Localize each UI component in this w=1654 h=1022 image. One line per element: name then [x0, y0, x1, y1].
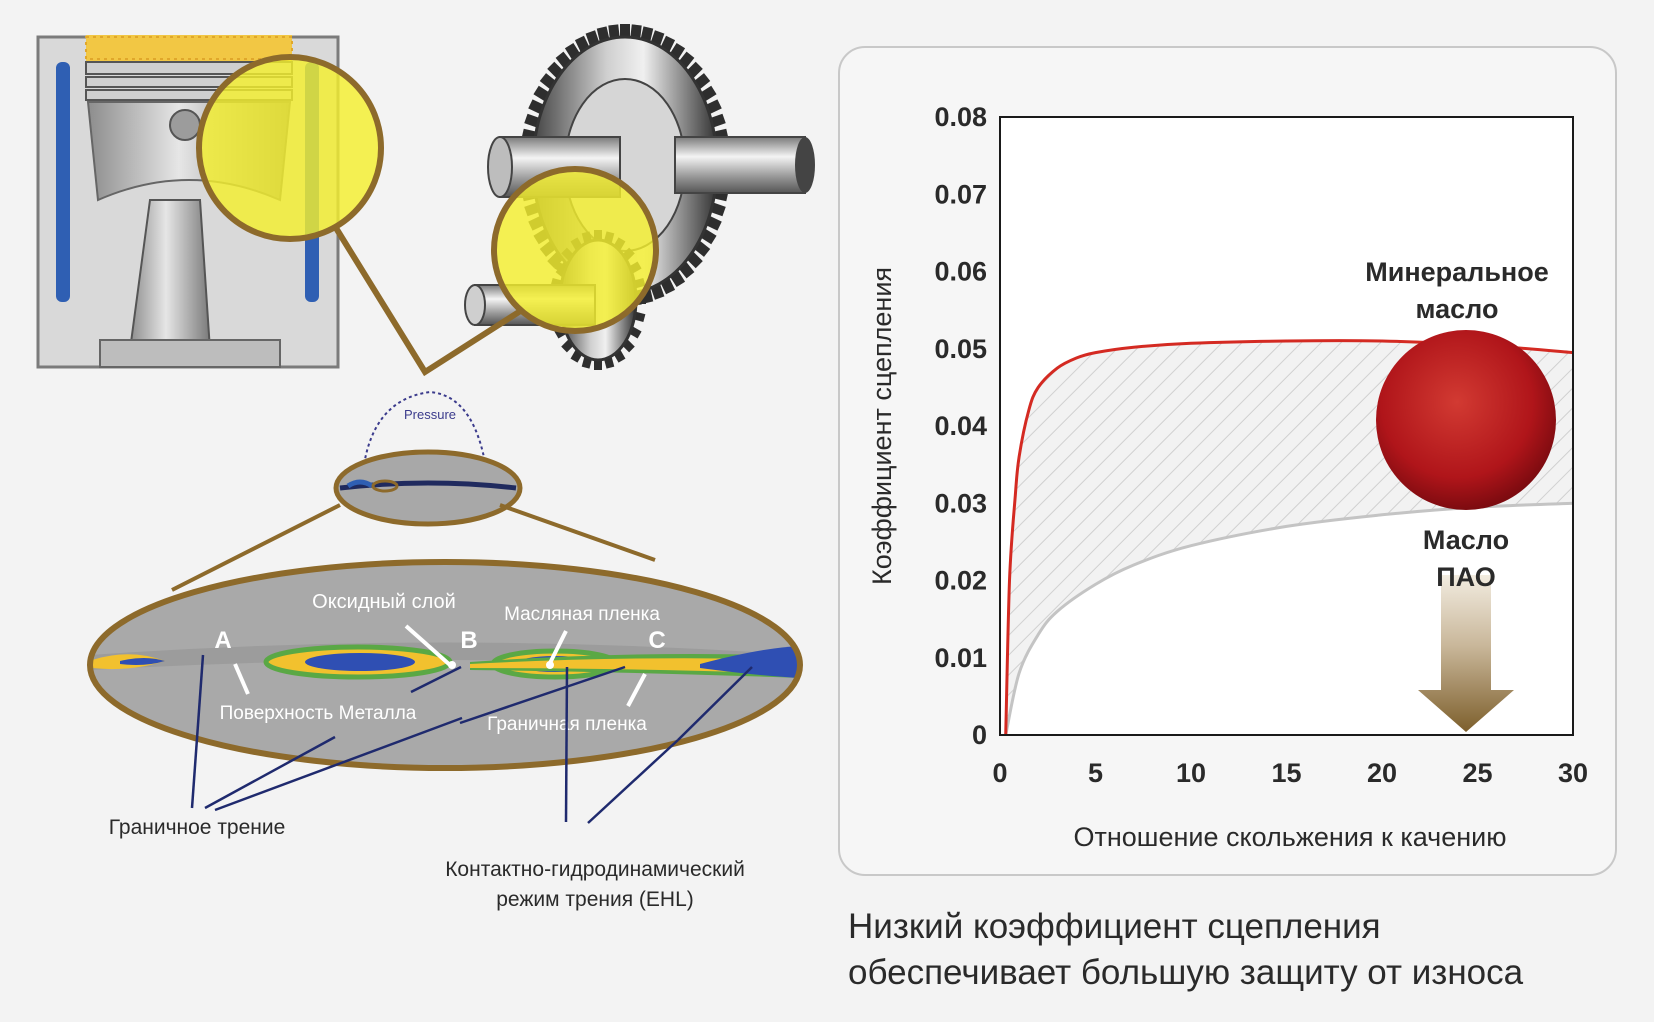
contact-zone-large: [87, 559, 803, 771]
mineral-annotation-line1: Минеральное: [1365, 257, 1549, 287]
y-tick-label: 0.02: [934, 566, 987, 596]
oil-film-label: Масляная пленка: [504, 604, 660, 625]
piston-highlight-circle: [196, 54, 384, 242]
zone-label-b: B: [460, 627, 477, 654]
x-axis-ticks: 0 5 10 15 20 25 30: [992, 758, 1588, 788]
x-tick-label: 20: [1367, 758, 1397, 788]
gear-highlight-circle: [491, 166, 659, 334]
y-tick-label: 0.03: [934, 488, 987, 518]
caption-line1: Низкий коэффициент сцепления: [848, 907, 1381, 946]
x-tick-label: 0: [992, 758, 1007, 788]
y-tick-label: 0.05: [934, 334, 987, 364]
y-axis-ticks: 0 0.01 0.02 0.03 0.04 0.05 0.06 0.07 0.08: [934, 102, 987, 750]
x-tick-label: 25: [1462, 758, 1492, 788]
y-tick-label: 0.07: [934, 179, 987, 209]
series-line-pao: [1004, 501, 1573, 735]
y-axis-label: Коэффициент сцепления: [867, 267, 897, 585]
y-tick-label: 0: [972, 720, 987, 750]
oxide-layer-label: Оксидный слой: [312, 591, 456, 613]
zoom-line-left: [171, 503, 341, 592]
pao-annotation-line1: Масло: [1423, 525, 1509, 555]
gear-tooth: [620, 24, 630, 38]
series-line-mineral: [1004, 339, 1573, 735]
mineral-annotation-line2: масло: [1416, 294, 1499, 324]
y-tick-label: 0.04: [934, 411, 987, 441]
x-tick-label: 10: [1176, 758, 1206, 788]
pao-annotation-line2: ПАО: [1436, 562, 1496, 592]
zoom-connector: [333, 226, 524, 377]
y-tick-label: 0.06: [934, 257, 987, 287]
zone-label-c: C: [648, 627, 665, 654]
x-axis-label: Отношение скольжения к качению: [1073, 822, 1506, 852]
gear-tooth: [608, 24, 620, 40]
y-tick-label: 0.01: [934, 643, 987, 673]
ehl-label-line2: режим трения (EHL): [496, 888, 694, 911]
pressure-arc: [361, 390, 489, 483]
x-tick-label: 15: [1271, 758, 1301, 788]
gear-tooth: [630, 24, 642, 40]
metal-surface-label: Поверхность Металла: [220, 703, 417, 724]
white-pointers: [233, 624, 647, 707]
navy-pointers: [190, 654, 753, 824]
contact-zone-small: [333, 449, 523, 527]
pressure-label: Pressure: [404, 407, 456, 422]
boundary-friction-label: Граничное трение: [109, 816, 286, 839]
ehl-label-line1: Контактно-гидродинамический: [445, 858, 745, 881]
y-tick-label: 0.08: [934, 102, 987, 132]
x-tick-label: 5: [1088, 758, 1103, 788]
down-arrow: [1418, 575, 1514, 732]
caption-line2: обеспечивает большую защиту от износа: [848, 953, 1524, 992]
zone-label-a: A: [214, 627, 231, 654]
x-tick-label: 30: [1558, 758, 1588, 788]
mineral-oil-ball: [1376, 330, 1556, 510]
zoom-line-right: [499, 503, 656, 562]
